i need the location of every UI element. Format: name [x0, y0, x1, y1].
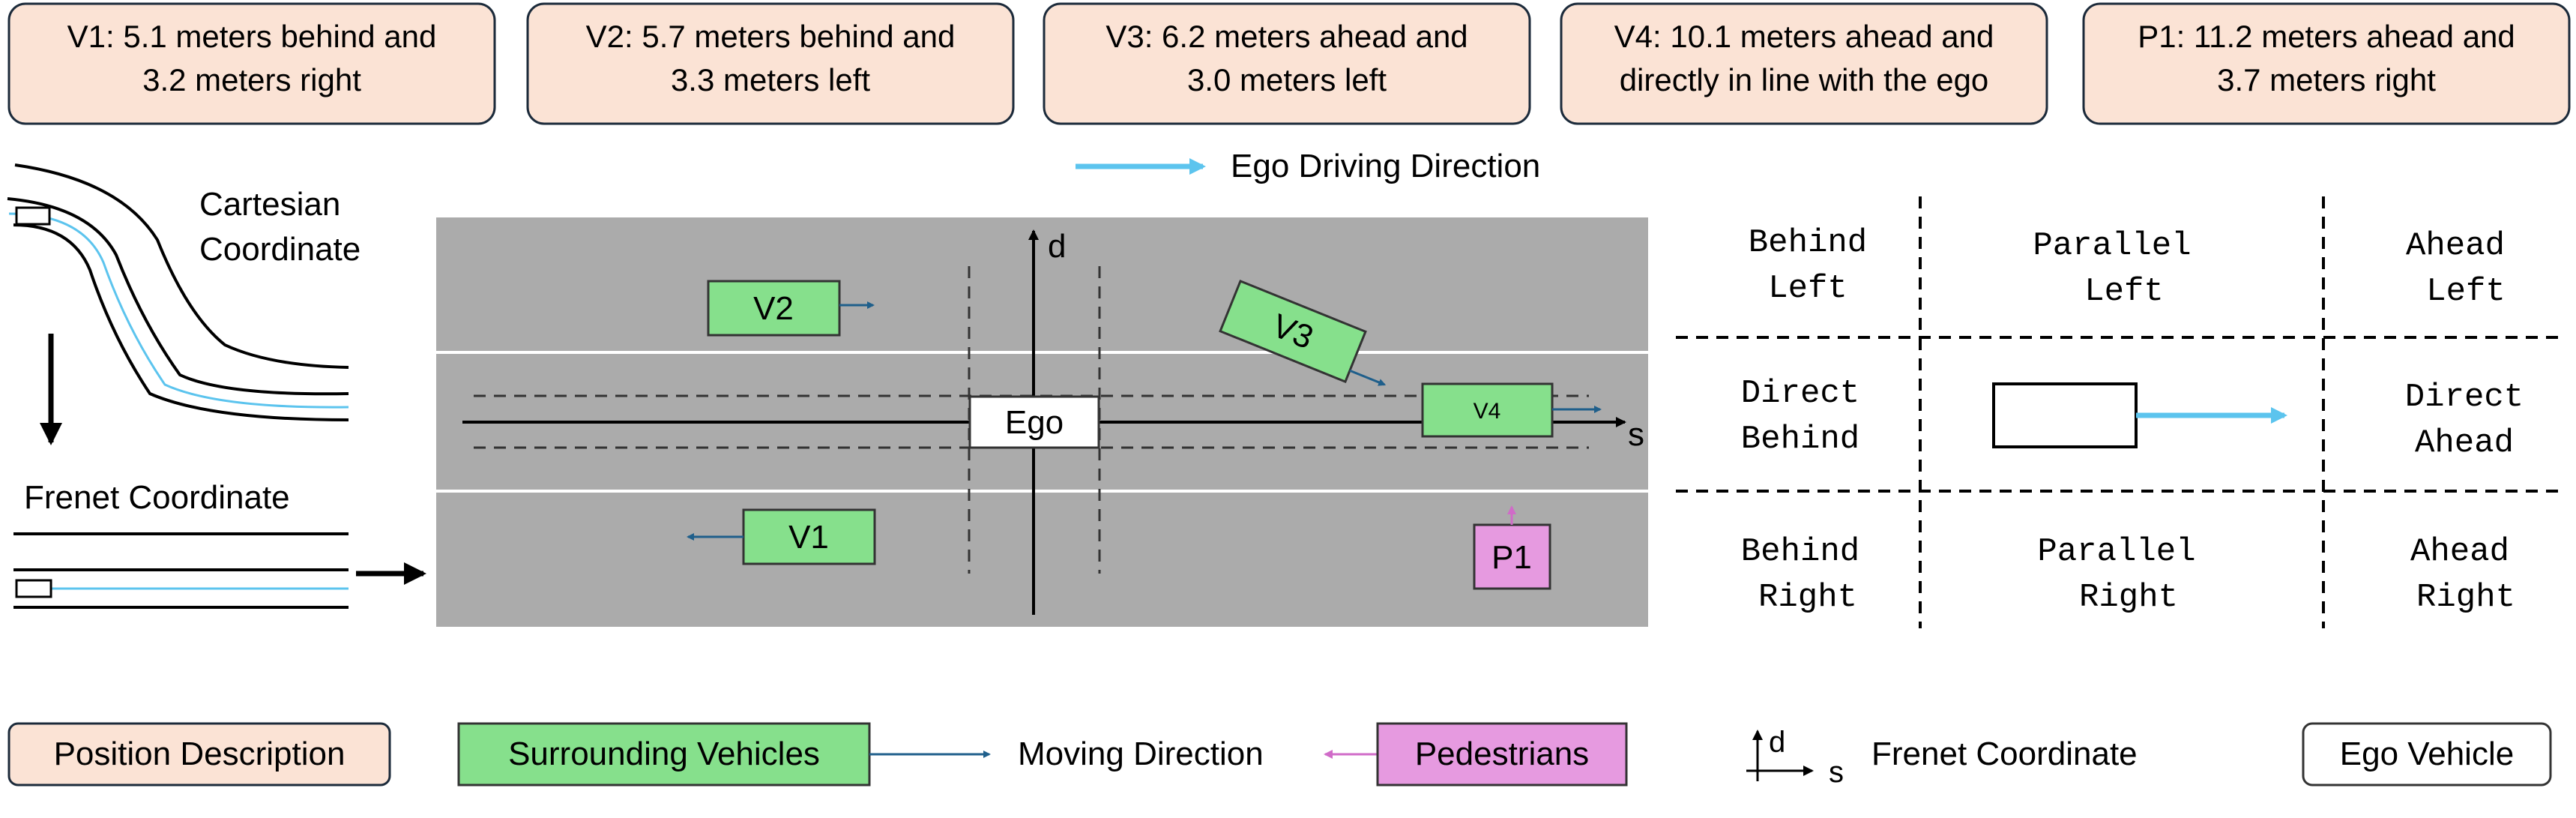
svg-text:s: s — [1829, 756, 1844, 789]
description-line: V2: 5.7 meters behind and — [586, 19, 956, 54]
grid-cell-ahead-left: Ahead — [2406, 227, 2505, 265]
ego-label: Ego — [1005, 404, 1064, 441]
description-line: V1: 5.1 meters behind and — [67, 19, 437, 54]
grid-cell-direct-ahead: Ahead — [2415, 424, 2514, 462]
description-box-v4: V4: 10.1 meters ahead and directly in li… — [1560, 2, 2048, 125]
vehicle-v1: V1 — [687, 508, 876, 565]
description-line: 3.7 meters right — [2217, 62, 2436, 97]
legend-moving-direction: Moving Direction — [1018, 736, 1264, 772]
description-line: V4: 10.1 meters ahead and — [1614, 19, 1994, 54]
legend-surrounding-vehicles: Surrounding Vehicles — [457, 722, 991, 787]
vehicle-label: V4 — [1473, 399, 1501, 424]
legend-ego-vehicle: Ego Vehicle — [2302, 722, 2552, 787]
grid-cell-behind-left: Left — [1768, 270, 1847, 307]
vehicle-v4: V4 — [1421, 382, 1602, 438]
vehicle-v2: V2 — [707, 280, 875, 337]
description-line: directly in line with the ego — [1620, 62, 1989, 97]
legend: Position Description Surrounding Vehicle… — [7, 722, 2552, 789]
coordinate-panel: Cartesian Coordinate Frenet Coordinate — [7, 163, 426, 609]
grid-cell-direct-behind: Behind — [1741, 421, 1859, 458]
vehicle-label: V1 — [788, 519, 829, 556]
description-line: 3.3 meters left — [671, 62, 870, 97]
svg-text:d: d — [1769, 726, 1785, 759]
frenet-label: Frenet Coordinate — [24, 479, 290, 516]
ego-direction-label: Ego Driving Direction — [1231, 148, 1540, 184]
ego-marker — [15, 206, 51, 226]
grid-ego-box — [1992, 382, 2138, 448]
description-line: 3.2 meters right — [142, 62, 361, 97]
road-scene: d s Ego V2 V1 V3 V4 P1 — [436, 217, 1648, 627]
svg-text:Surrounding Vehicles: Surrounding Vehicles — [508, 736, 820, 772]
s-axis-label: s — [1628, 416, 1644, 453]
ego-vehicle: Ego — [968, 395, 1100, 449]
grid-cell-ahead-left: Left — [2426, 273, 2506, 310]
cartesian-label: Cartesian — [199, 186, 340, 223]
grid-cell-parallel-right: Parallel — [2037, 533, 2195, 571]
vehicle-label: V2 — [753, 290, 794, 327]
svg-text:Position Description: Position Description — [54, 736, 346, 772]
svg-text:Ego Vehicle: Ego Vehicle — [2340, 736, 2514, 772]
description-box-v1: V1: 5.1 meters behind and 3.2 meters rig… — [7, 2, 496, 125]
ego-direction-legend: Ego Driving Direction — [1076, 148, 1540, 184]
frenet-road — [13, 532, 349, 609]
pedestrian-label: P1 — [1491, 539, 1532, 576]
legend-frenet-axes-icon: d s — [1746, 726, 1844, 789]
svg-text:Pedestrians: Pedestrians — [1415, 736, 1589, 772]
description-line: V3: 6.2 meters ahead and — [1105, 19, 1468, 54]
grid-cell-parallel-left: Left — [2084, 273, 2164, 310]
description-box-v2: V2: 5.7 meters behind and 3.3 meters lef… — [526, 2, 1015, 125]
grid-cell-ahead-right: Right — [2416, 579, 2515, 616]
vehicle-v3: V3 — [1219, 279, 1387, 386]
grid-cell-behind-right: Right — [1758, 579, 1857, 616]
d-axis-label: d — [1048, 228, 1066, 265]
moving-direction-arrow — [1349, 369, 1387, 386]
legend-pedestrians: Pedestrians — [1324, 722, 1628, 787]
grid-cell-behind-left: Behind — [1749, 224, 1867, 262]
legend-frenet-coordinate: Frenet Coordinate — [1871, 736, 2138, 772]
ego-marker — [15, 579, 52, 598]
grid-cell-parallel-right: Right — [2079, 579, 2178, 616]
description-box-v3: V3: 6.2 meters ahead and 3.0 meters left — [1043, 2, 1531, 125]
legend-position-description: Position Description — [7, 722, 391, 787]
grid-cell-parallel-left: Parallel — [2033, 227, 2191, 265]
description-line: P1: 11.2 meters ahead and — [2138, 19, 2515, 54]
position-grid: Behind Left Parallel Left Ahead Left Dir… — [1676, 196, 2563, 628]
cartesian-label: Coordinate — [199, 231, 361, 268]
grid-cell-behind-right: Behind — [1741, 533, 1859, 571]
description-box-p1: P1: 11.2 meters ahead and 3.7 meters rig… — [2082, 2, 2571, 125]
grid-cell-direct-behind: Direct — [1741, 375, 1859, 412]
grid-cell-ahead-right: Ahead — [2410, 533, 2509, 571]
pedestrian-p1: P1 — [1473, 505, 1551, 590]
description-line: 3.0 meters left — [1187, 62, 1387, 97]
cartesian-road — [7, 163, 349, 421]
grid-cell-direct-ahead: Direct — [2405, 379, 2524, 416]
